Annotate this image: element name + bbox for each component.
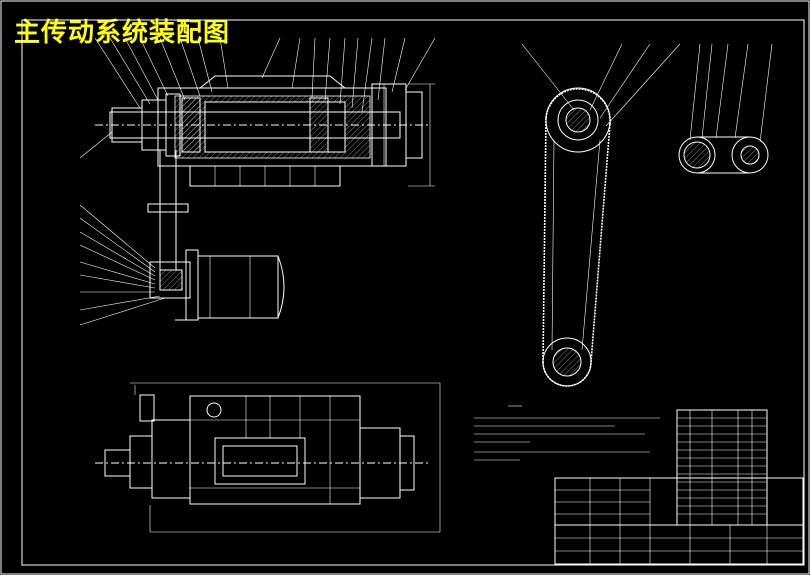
vertical-belt-drive [79,150,285,326]
plan-view [95,382,441,533]
notes-block [474,405,660,461]
pulley-pair [678,43,773,174]
drawing-title: 主传动系统装配图 [14,18,231,48]
title-block [554,477,804,565]
parts-list [676,409,768,526]
spindle-box-section [95,75,435,187]
top-leaders [79,37,436,159]
belt-side-view [521,43,681,387]
